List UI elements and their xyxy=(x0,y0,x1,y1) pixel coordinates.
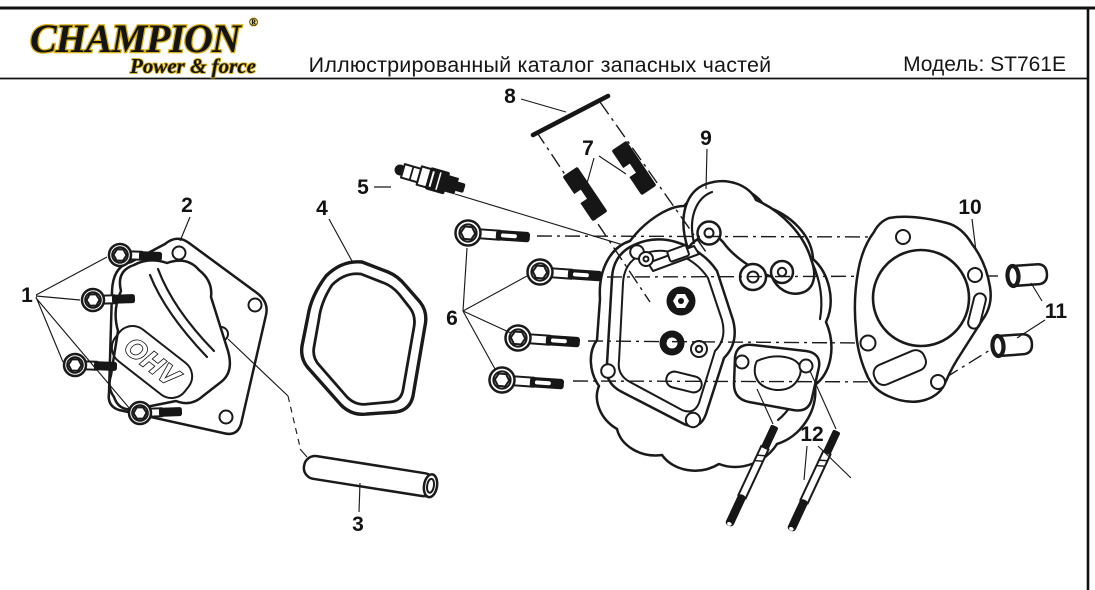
part-dowel-pin xyxy=(1007,264,1048,287)
page-title: Иллюстрированный каталог запасных частей xyxy=(309,53,772,77)
callout-12: 12 xyxy=(800,423,823,446)
callout-10: 10 xyxy=(958,196,981,219)
brand-registered-mark: ® xyxy=(249,15,258,29)
leader-lines-11 xyxy=(1016,282,1046,339)
leader-line-8 xyxy=(520,98,567,113)
brand-tagline: Power & force xyxy=(129,54,256,78)
head-bolt xyxy=(453,218,532,252)
callout-7: 7 xyxy=(582,137,594,160)
axis-line-seal-2 xyxy=(599,101,707,253)
header: CHAMPION ® Power & force Иллюстрированны… xyxy=(29,15,1066,79)
part-rocker-pin xyxy=(302,454,439,499)
head-bolt xyxy=(487,365,566,399)
leader-line-3 xyxy=(358,482,361,513)
callout-9: 9 xyxy=(700,127,712,150)
callout-2: 2 xyxy=(181,194,193,217)
leader-lines-1-2 xyxy=(35,216,308,458)
leader-lines-7 xyxy=(585,155,627,188)
callout-11: 11 xyxy=(1045,300,1068,323)
part-valve-cover: OHV xyxy=(107,237,268,436)
part-spark-plug xyxy=(394,163,466,195)
part-head-bolts xyxy=(453,218,604,399)
model-label: Модель: ST761E xyxy=(903,53,1066,76)
callout-6: 6 xyxy=(446,307,458,330)
leader-line-10 xyxy=(971,218,977,252)
callout-5: 5 xyxy=(357,176,369,199)
axis-line-seal-1 xyxy=(535,130,651,303)
brand-logo-text: CHAMPION xyxy=(30,16,243,61)
callout-8: 8 xyxy=(504,85,516,108)
part-cover-gasket xyxy=(299,218,428,416)
page-frame xyxy=(0,6,1095,590)
leader-line-9 xyxy=(705,148,708,190)
leader-lines-12 xyxy=(756,370,852,481)
part-long-stud xyxy=(530,93,611,138)
head-bolt xyxy=(503,323,582,357)
callout-numbers: 1 2 3 4 5 6 7 8 9 10 11 12 xyxy=(21,85,1067,536)
callout-3: 3 xyxy=(352,513,364,536)
part-cylinder-head xyxy=(589,179,833,472)
leader-lines-6 xyxy=(462,247,528,370)
head-bolt xyxy=(525,257,604,291)
part-head-gasket xyxy=(853,215,992,404)
part-valve-seal xyxy=(561,166,608,222)
callout-1: 1 xyxy=(21,284,33,307)
callout-4: 4 xyxy=(316,197,328,220)
part-dowel-pin xyxy=(992,334,1033,357)
